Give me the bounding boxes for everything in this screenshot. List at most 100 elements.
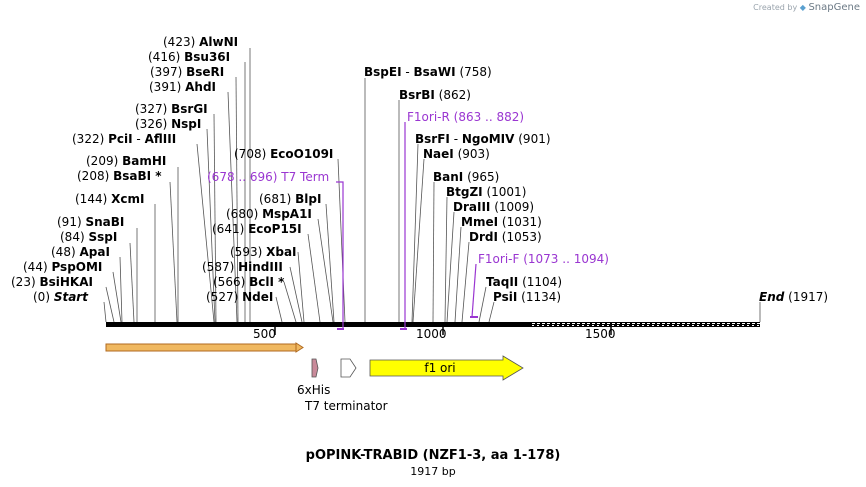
leader-btgzi [444,196,448,323]
site-taqii: TaqII (1104) [486,275,562,289]
primer-markers [336,122,478,330]
leader-bani [432,181,435,323]
site-xbai: (593) XbaI [230,245,297,259]
site-bsrbi: BsrBI (862) [399,88,471,102]
site-bamhi: (209) BamHI [86,154,166,168]
leader-bseri [235,76,239,323]
leader-ecop15i [307,233,321,323]
site-bspei-bsawi: BspEI - BsaWI (758) [364,65,492,79]
site-alwni: (423) AlwNI [163,35,238,49]
site-xcmi: (144) XcmI [75,192,144,206]
feature-6xhis-label: 6xHis [297,383,330,397]
leader-drdi [461,241,470,323]
backbone [106,322,760,327]
leader-apai [119,256,123,323]
primer-f1orif-line [471,263,477,318]
leader-naei [412,158,425,323]
leader-blpi [325,203,335,323]
site-ndei: (527) NdeI [206,290,273,304]
leader-sspi [129,242,135,323]
snapgene-logo-icon: ◆ [799,3,806,12]
leader-hindiii [289,266,303,323]
backbone-dashed [532,322,760,327]
leader-start [103,301,107,323]
leader-bsrgi [213,113,217,323]
site-ecoo109i: (708) EcoO109I [234,147,333,161]
leader-pcii [196,143,215,323]
primer-f1orir-label: F1ori-R (863 .. 882) [407,110,524,124]
f1-ori-shape [369,355,524,381]
leader-bcli [283,281,297,323]
t7-terminator-shape [340,358,357,378]
backbone-solid [106,322,532,327]
enzyme-labels-middle: (708) EcoO109I (678 .. 696) T7 Term (681… [202,147,333,304]
feature-t7-terminator-label: T7 terminator [304,399,388,413]
feature-6xhis: 6xHis [297,358,330,397]
leader-psii [488,301,495,323]
site-psii: PsiI (1134) [493,290,561,304]
site-ecop15i: (641) EcoP15I [212,222,302,236]
enzyme-labels-left: (423) AlwNI (416) Bsu36I (397) BseRI (39… [11,35,238,304]
tick-500-label: 500 [253,327,276,341]
leader-xbai [297,251,305,323]
leader-draiii [446,211,455,323]
feature-f1-ori: f1 ori [369,355,524,381]
site-bseri: (397) BseRI [150,65,224,79]
leader-pspomi [112,271,122,323]
leader-ecoo109i [337,158,346,323]
site-bsihkai: (23) BsiHKAI [11,275,93,289]
site-mmei: MmeI (1031) [461,215,542,229]
scale-ticks: 500 1000 1500 [253,327,616,341]
site-bsrfi-ngomiv: BsrFI - NgoMIV (901) [415,132,551,146]
primer-t7term-label: (678 .. 696) T7 Term [207,170,329,184]
leader-bsihkai [105,286,115,323]
enzyme-labels-right: BspEI - BsaWI (758) BsrBI (862) F1ori-R … [364,65,828,304]
leader-mmei [454,226,462,323]
his-tag-shape [311,358,319,378]
site-sspi: (84) SspI [60,230,117,244]
site-start: (0) Start [33,290,89,304]
site-draiii: DraIII (1009) [453,200,534,214]
site-blpi: (681) BlpI [259,192,321,206]
tick-1500-label: 1500 [585,327,616,341]
site-bsu36i: (416) Bsu36I [148,50,230,64]
site-naei: NaeI (903) [423,147,490,161]
credit-prefix: Created by [753,3,798,12]
site-bani: BanI (965) [433,170,499,184]
site-ahdi: (391) AhdI [149,80,216,94]
primer-f1orif-label: F1ori-F (1073 .. 1094) [478,252,609,266]
feature-t7-terminator: T7 terminator [304,358,388,413]
leader-mspa1i [317,218,334,323]
leader-ndei [275,296,283,323]
site-apai: (48) ApaI [51,245,110,259]
snapgene-credit: Created by ◆ SnapGene [753,2,860,13]
leader-bsrfi [411,143,419,323]
site-pspomi: (44) PspOMI [23,260,102,274]
tick-1000-label: 1000 [416,327,447,341]
site-snabi: (91) SnaBI [57,215,124,229]
site-bsabi: (208) BsaBI * [77,169,162,183]
site-hindiii: (587) HindIII [202,260,283,274]
plasmid-length: 1917 bp [410,465,456,478]
leader-bsabi [169,181,178,323]
site-bsrgi: (327) BsrGI [135,102,208,116]
plasmid-title: pOPINK-TRABID (NZF1-3, aa 1-178) [305,448,561,463]
features: 6xHis T7 terminator f1 ori [105,342,524,413]
orf-arrowhead [295,342,304,353]
site-bcli: (566) BclI * [213,275,285,289]
primer-t7term-line [336,181,344,329]
site-btgzi: BtgZI (1001) [446,185,526,199]
site-nspi: (326) NspI [135,117,201,131]
feature-f1-ori-label: f1 ori [424,361,455,375]
orf-arrow [105,342,304,353]
leader-nspi [206,128,216,323]
site-pcii-afliii: (322) PciI - AflIII [72,132,176,146]
site-end: End (1917) [759,290,828,304]
leader-ahdi [227,91,238,323]
site-mspa1i: (680) MspA1I [226,207,312,221]
site-drdi: DrdI (1053) [469,230,542,244]
leader-lines [103,48,761,323]
credit-brand: SnapGene [808,2,860,13]
orf-bar [105,343,297,352]
